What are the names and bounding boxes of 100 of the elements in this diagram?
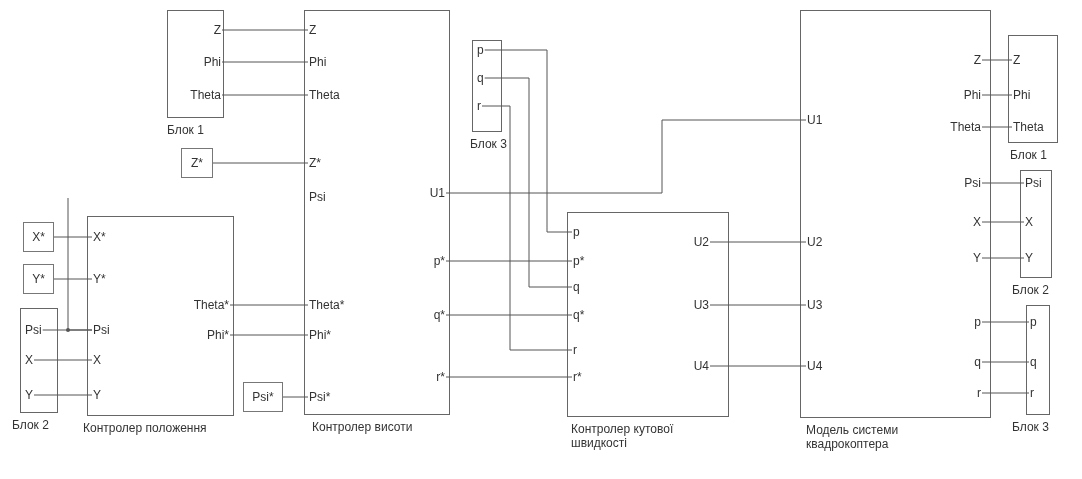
port-label: Theta	[189, 88, 222, 102]
port-label: Z*	[308, 156, 322, 170]
port-label: X	[1024, 215, 1034, 229]
block-title: Контролер кутової швидкості	[571, 422, 675, 450]
port-label: U2	[692, 235, 710, 249]
connector-line	[212, 162, 309, 164]
connector-line	[709, 304, 807, 306]
connector-line	[67, 197, 93, 331]
block-title: Блок 2	[1012, 283, 1049, 297]
connector-line	[981, 321, 1030, 323]
port-label: p	[973, 315, 982, 329]
block-title: Контролер положення	[83, 421, 207, 435]
connector-line	[484, 77, 573, 288]
connector-line	[981, 361, 1030, 363]
connector-line	[709, 365, 807, 367]
port-label: q	[1029, 355, 1038, 369]
port-label: Psi	[963, 176, 982, 190]
input-box: X*	[23, 222, 54, 252]
connector-line	[709, 241, 807, 243]
port-label: Phi	[202, 55, 222, 69]
connector-line	[981, 392, 1030, 394]
block-title: Блок 3	[1012, 420, 1049, 434]
block-title: Блок 2	[12, 418, 49, 432]
port-label: Phi	[962, 88, 982, 102]
port-label: Theta*	[308, 298, 346, 312]
port-label: q	[973, 355, 982, 369]
port-label: X*	[92, 230, 107, 244]
port-label: X	[92, 353, 102, 367]
port-label: r	[572, 343, 578, 357]
connector-line	[229, 334, 309, 336]
connector-line	[981, 59, 1013, 61]
connector-line	[484, 49, 573, 233]
port-label: Theta	[1012, 120, 1045, 134]
port-label: q*	[572, 308, 586, 322]
port-label: U3	[806, 298, 824, 312]
port-label: X	[24, 353, 34, 367]
port-label: Z	[1012, 53, 1022, 67]
port-label: p	[476, 43, 485, 57]
connector-line	[445, 119, 807, 194]
port-label: p	[572, 225, 581, 239]
port-label: Theta*	[192, 298, 230, 312]
port-label: Psi	[1024, 176, 1043, 190]
port-label: Z	[308, 23, 318, 37]
port-label: Phi	[1012, 88, 1032, 102]
input-box: Y*	[23, 264, 54, 294]
connector-line	[33, 394, 93, 396]
input-box: Psi*	[243, 382, 283, 412]
connector-line	[445, 314, 573, 316]
port-label: X	[972, 215, 982, 229]
port-label: Y	[92, 388, 102, 402]
connector-line	[445, 376, 573, 378]
port-label: Y	[972, 251, 982, 265]
port-label: r	[476, 99, 482, 113]
port-label: Phi	[308, 55, 328, 69]
port-label: r*	[435, 370, 446, 384]
connector-line	[229, 304, 309, 306]
connector-line	[481, 105, 573, 351]
port-label: Z	[212, 23, 222, 37]
block-title: Блок 1	[167, 123, 204, 137]
connector-line	[221, 29, 309, 31]
port-label: r	[976, 386, 982, 400]
port-label: U2	[806, 235, 824, 249]
port-label: Psi	[308, 190, 327, 204]
port-label: Phi*	[206, 328, 230, 342]
port-label: Psi	[92, 323, 111, 337]
port-label: r*	[572, 370, 583, 384]
port-label: q*	[432, 308, 446, 322]
port-label: U4	[692, 359, 710, 373]
connector-line	[282, 396, 309, 398]
connector-line	[981, 221, 1025, 223]
connector-line	[445, 260, 573, 262]
connector-line	[33, 359, 93, 361]
port-label: Y*	[92, 272, 107, 286]
port-label: Psi*	[308, 390, 332, 404]
connector-line	[981, 182, 1025, 184]
connector-line	[221, 94, 309, 96]
port-label: Theta	[308, 88, 341, 102]
port-label: U1	[806, 113, 824, 127]
port-label: p*	[572, 254, 586, 268]
port-label: Y	[1024, 251, 1034, 265]
port-label: U3	[692, 298, 710, 312]
port-label: Z	[972, 53, 982, 67]
block-title: Модель системи квадрокоптера	[806, 423, 900, 451]
port-label: Psi	[24, 323, 43, 337]
port-label: U1	[428, 186, 446, 200]
port-label: U4	[806, 359, 824, 373]
port-label: r	[1029, 386, 1035, 400]
input-box: Z*	[181, 148, 213, 178]
connector-line	[981, 257, 1025, 259]
block-title: Блок 3	[470, 137, 507, 151]
port-label: p*	[432, 254, 446, 268]
connector-line	[221, 61, 309, 63]
connector-line	[981, 126, 1013, 128]
connector-line	[53, 278, 93, 280]
port-label: Y	[24, 388, 34, 402]
block-title: Контролер висоти	[312, 420, 413, 434]
port-label: p	[1029, 315, 1038, 329]
block-title: Блок 1	[1010, 148, 1047, 162]
port-label: q	[572, 280, 581, 294]
connector-line	[981, 94, 1013, 96]
